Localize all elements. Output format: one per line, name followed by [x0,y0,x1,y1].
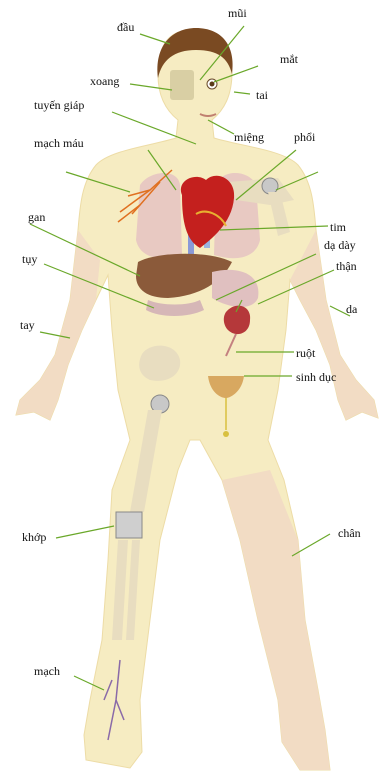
label-lung: phổi [294,130,315,144]
knee-joint [116,512,142,538]
label-blood-vessel: mạch máu [34,136,84,150]
label-leg: chân [338,526,361,540]
sinus-area [170,70,194,100]
label-mouth: miệng [234,130,264,144]
label-nose: mũi [228,6,247,20]
label-skin: da [346,302,357,316]
label-sinus: xoang [90,74,119,88]
label-intestine: ruột [296,346,315,360]
label-ear: tai [256,88,268,102]
label-stomach: dạ dày [324,238,356,252]
label-genital: sinh dục [296,370,336,384]
label-liver: gan [28,210,45,224]
label-joint: khớp [22,530,46,544]
eye-pupil [210,82,215,87]
shoulder-joint [262,178,278,194]
label-pancreas: tụy [22,252,37,266]
label-head: đầu [117,20,134,34]
label-thyroid: tuyến giáp [34,98,84,112]
genital-node [223,431,229,437]
label-vein: mạch [34,664,60,678]
right-leg-skin [222,470,330,770]
left-lung [136,173,182,258]
label-kidney: thận [336,259,357,273]
label-heart: tim [330,220,346,234]
label-eye: mắt [280,52,298,66]
label-arm: tay [20,318,35,332]
right-arm-skin [290,230,378,420]
